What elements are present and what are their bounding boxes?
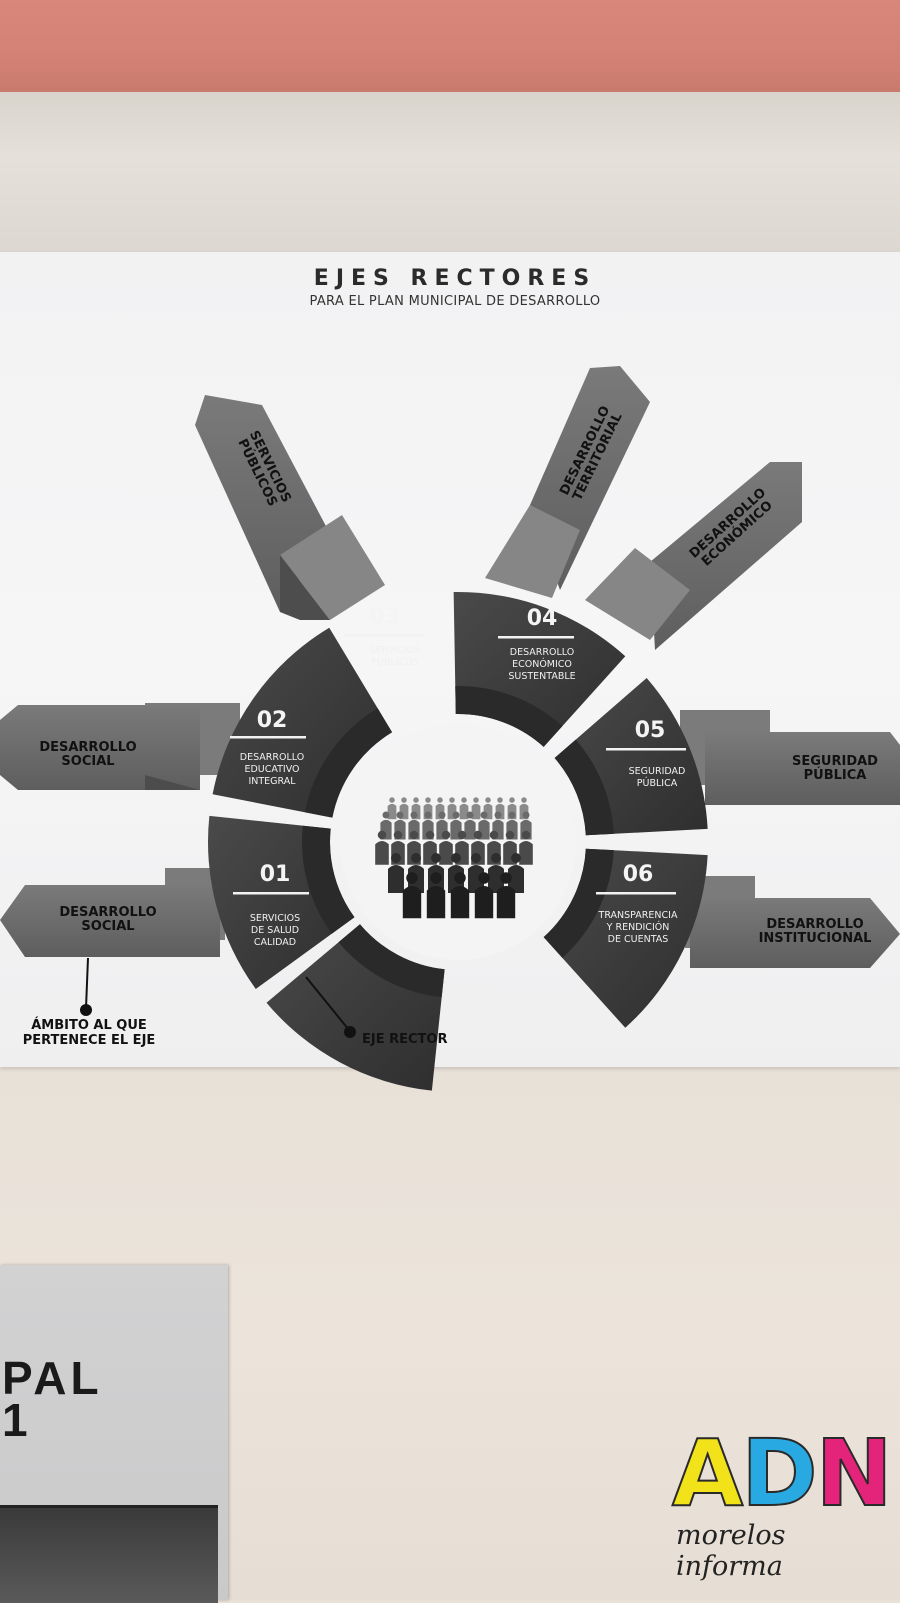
segment-text-05: SEGURIDAD PÚBLICA bbox=[628, 766, 686, 789]
wall-top bbox=[0, 0, 900, 95]
segment-number-05: 05 bbox=[634, 718, 666, 743]
adn-logo-letters: ADN bbox=[671, 1427, 894, 1521]
pointer-label-ambito: ÁMBITO AL QUE PERTENECE EL EJE bbox=[22, 1018, 156, 1048]
person-figure bbox=[375, 830, 389, 865]
segment-underline-6 bbox=[596, 892, 676, 895]
center-circle bbox=[340, 724, 576, 960]
logo-letter-d: D bbox=[740, 1420, 818, 1527]
person-figure bbox=[388, 853, 404, 893]
banner-servicios-publicos bbox=[195, 395, 385, 620]
segment-text-01: SERVICIOS DE SALUD CALIDAD bbox=[249, 913, 301, 948]
pointer-ambito bbox=[80, 957, 92, 1016]
adn-logo-tagline: morelos informa bbox=[676, 1520, 786, 1582]
person-figure bbox=[426, 872, 446, 919]
banner-label-desarrollo-social-lower: DESARROLLO SOCIAL bbox=[59, 905, 157, 934]
frame-top bbox=[0, 92, 900, 252]
segments-layer bbox=[208, 592, 708, 1091]
segment-text-06: TRANSPARENCIA Y RENDICIÓN DE CUENTAS bbox=[598, 910, 678, 945]
banner-label-seguridad-publica: SEGURIDAD PÚBLICA bbox=[792, 754, 878, 783]
banner-desarrollo-economico bbox=[585, 462, 802, 650]
person-figure bbox=[474, 872, 494, 919]
person-figure bbox=[519, 830, 533, 865]
pointer-eje bbox=[305, 976, 356, 1038]
person-figure bbox=[471, 797, 481, 820]
segment-number-03: 03 bbox=[369, 604, 401, 629]
segment-04-inner-band bbox=[455, 685, 563, 747]
segment-underline-4 bbox=[498, 636, 574, 639]
person-figure bbox=[402, 872, 422, 919]
crowd-icon bbox=[375, 797, 533, 919]
segment-underline-5 bbox=[606, 748, 686, 751]
segment-03-inner-band bbox=[304, 708, 393, 818]
segment-underline-1 bbox=[233, 892, 309, 895]
segment-02-inner-band bbox=[301, 825, 355, 934]
banner-desarrollo-social-upper bbox=[0, 703, 240, 790]
segment-number-02: 02 bbox=[256, 708, 288, 733]
pointer-label-eje: EJE RECTOR bbox=[362, 1032, 448, 1047]
segment-text-02: DESARROLLO EDUCATIVO INTEGRAL bbox=[239, 752, 305, 787]
logo-letter-a: A bbox=[671, 1420, 744, 1527]
background-poster: PAL 1 bbox=[0, 1265, 228, 1603]
segment-text-03: SERVICIOS PÚBLICOS bbox=[369, 645, 421, 668]
background-poster-photo bbox=[0, 1505, 218, 1603]
segment-text-04: DESARROLLO ECONÓMICO SUSTENTABLE bbox=[508, 647, 576, 682]
segment-01-inner-band bbox=[338, 924, 445, 998]
segment-number-04: 04 bbox=[526, 606, 558, 631]
person-figure bbox=[464, 811, 476, 840]
person-figure bbox=[459, 797, 469, 820]
banner-label-desarrollo-social-upper: DESARROLLO SOCIAL bbox=[39, 740, 137, 769]
banner-desarrollo-territorial bbox=[485, 366, 650, 598]
person-figure bbox=[508, 853, 524, 893]
person-figure bbox=[488, 853, 504, 893]
banner-seguridad-publica bbox=[680, 710, 900, 805]
person-figure bbox=[496, 872, 516, 919]
person-figure bbox=[439, 830, 453, 865]
banner-label-desarrollo-institucional: DESARROLLO INSTITUCIONAL bbox=[758, 917, 872, 946]
poster-subtitle: PARA EL PLAN MUNICIPAL DE DESARROLLO bbox=[309, 294, 601, 309]
person-figure bbox=[450, 872, 470, 919]
person-figure bbox=[468, 853, 484, 893]
poster-title: EJES RECTORES bbox=[313, 266, 597, 291]
person-figure bbox=[387, 797, 397, 820]
segment-number-01: 01 bbox=[259, 862, 291, 887]
logo-letter-n: N bbox=[815, 1420, 894, 1527]
segment-underline-2 bbox=[230, 736, 306, 739]
segment-05-inner-band bbox=[554, 739, 614, 836]
segment-number-06: 06 bbox=[622, 862, 654, 887]
adn-logo: ADN morelos informa bbox=[671, 1427, 894, 1588]
segment-06-inner-band bbox=[543, 848, 614, 958]
segment-underline-3 bbox=[344, 634, 424, 637]
background-poster-text: PAL 1 bbox=[2, 1352, 103, 1446]
